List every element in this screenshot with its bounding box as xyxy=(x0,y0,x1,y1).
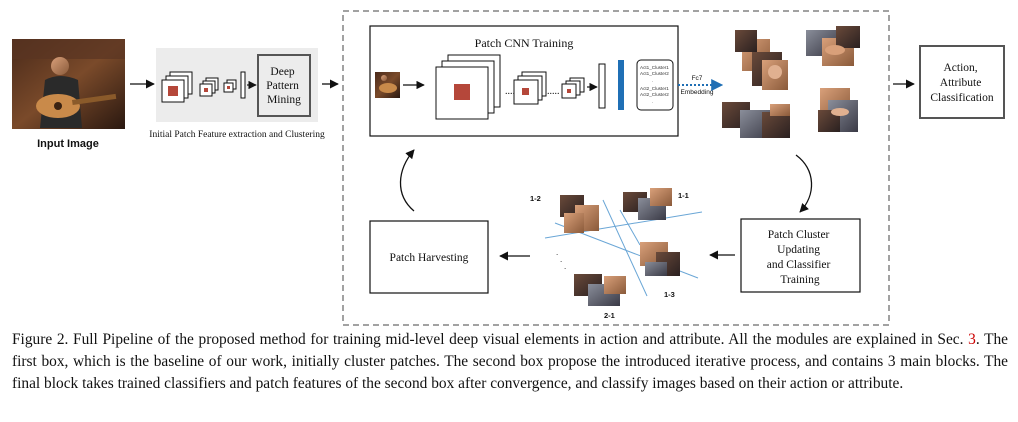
patch-cnn-training-title: Patch CNN Training xyxy=(475,36,574,50)
fc7-label: Fc7 xyxy=(692,75,703,82)
stage1-conv-layer-1 xyxy=(161,71,193,103)
embedded-patch-clusters xyxy=(722,26,860,138)
figure-caption: Figure 2. Full Pipeline of the proposed … xyxy=(12,329,1008,395)
cluster-classifier-list: Act1_Cluster1 Act1_Cluster2 . Act2_Clust… xyxy=(636,59,674,111)
caption-section-ref[interactable]: 3 xyxy=(968,331,976,348)
svg-text:.: . xyxy=(564,262,566,271)
patch-harvesting-box: Patch Harvesting xyxy=(369,220,489,294)
cnn-ellipsis-2: ..... xyxy=(547,86,560,97)
classification-line-2: Attribute xyxy=(940,77,982,89)
arrow-harvest-to-training xyxy=(399,149,415,212)
region-label-1-3: 1-3 xyxy=(664,290,675,299)
region-patches-1-1 xyxy=(623,188,672,220)
patch-cluster-bottom-right xyxy=(818,88,858,132)
cluster-list-bottom-1: Act2_Cluster1 xyxy=(640,86,669,91)
region-patches-2-1 xyxy=(574,274,626,306)
deep-pattern-mining-box xyxy=(257,54,311,117)
stage1-panel: Deep Pattern Mining xyxy=(156,48,318,122)
patch-harvesting-label: Patch Harvesting xyxy=(390,252,469,264)
cluster-list-top-1: Act1_Cluster1 xyxy=(640,65,669,70)
deep-pattern-mining-label: Deep Pattern Mining xyxy=(266,66,301,106)
cnn-conv-layer-2 xyxy=(513,71,547,105)
cnn-fc-layer-1 xyxy=(598,63,606,109)
patch-cluster-top-right xyxy=(806,26,860,66)
cnn-input-patch xyxy=(375,72,400,98)
classification-box: Action, Attribute Classification xyxy=(919,45,1005,119)
region-label-1-1: 1-1 xyxy=(678,191,689,200)
mining-label-line-1: Deep xyxy=(270,66,295,78)
pipeline-diagram: Input Image Deep Pattern Mining xyxy=(12,10,1005,326)
svg-text:.: . xyxy=(560,255,562,264)
classification-line-1: Action, xyxy=(943,62,977,74)
patch-cnn-training-box: Patch CNN Training ....... ..... xyxy=(369,25,679,137)
mining-label-line-2: Pattern xyxy=(266,80,299,92)
caption-text-start: Figure 2. Full Pipeline of the proposed … xyxy=(12,331,969,348)
patch-cluster-updating-box: Patch Cluster Updating and Classifier Tr… xyxy=(740,218,861,293)
cnn-conv-layer-3 xyxy=(561,77,585,99)
input-image xyxy=(12,39,125,129)
stage1-caption: Initial Patch Feature extraction and Clu… xyxy=(149,130,325,140)
cluster-update-line-2: Updating xyxy=(777,244,820,256)
cluster-list-bottom-2: Act2_Cluster2 xyxy=(640,92,669,97)
classification-line-3: Classification xyxy=(930,92,993,104)
region-patches-1-3 xyxy=(640,242,680,276)
cluster-update-line-4: Training xyxy=(780,274,819,286)
decision-regions: . . . 1-2 1-1 1-3 2-1 xyxy=(530,188,703,320)
region-ellipsis: . xyxy=(556,248,558,257)
patch-cluster-bottom-left xyxy=(722,102,790,138)
cluster-update-line-3: and Classifier xyxy=(767,259,831,271)
embedding-label: Embedding xyxy=(681,89,714,96)
svg-text:Act1_Cluster1 Act1_Clu: Act1_Cluster1 Act1_Cluster2 . Act2_Clust… xyxy=(640,65,670,104)
iterative-process-container xyxy=(342,10,890,326)
cnn-conv-layer-1 xyxy=(435,54,501,120)
stage1-conv-layer-2 xyxy=(199,77,219,97)
region-label-1-2: 1-2 xyxy=(530,194,541,203)
cluster-update-line-1: Patch Cluster xyxy=(768,229,830,241)
stage1-fc-layer xyxy=(240,71,246,99)
stage1-conv-layer-3 xyxy=(223,79,237,93)
patch-cluster-top-left xyxy=(735,30,788,90)
svg-text:Action, Attribute: Action, Attribute Classification xyxy=(930,62,993,104)
mining-label-line-3: Mining xyxy=(267,94,301,106)
caption-text-end: . The first box, which is the baseline o… xyxy=(12,331,1008,392)
region-patches-1-2 xyxy=(560,195,599,233)
region-label-2-1: 2-1 xyxy=(604,311,615,320)
cnn-fc7-layer xyxy=(618,60,624,110)
cluster-list-top-2: Act1_Cluster2 xyxy=(640,71,669,76)
input-image-label: Input Image xyxy=(37,138,99,150)
svg-text:Patch Cluster Updating: Patch Cluster Updating and Classifier Tr… xyxy=(767,229,833,286)
arrow-clusters-to-update xyxy=(795,154,813,213)
